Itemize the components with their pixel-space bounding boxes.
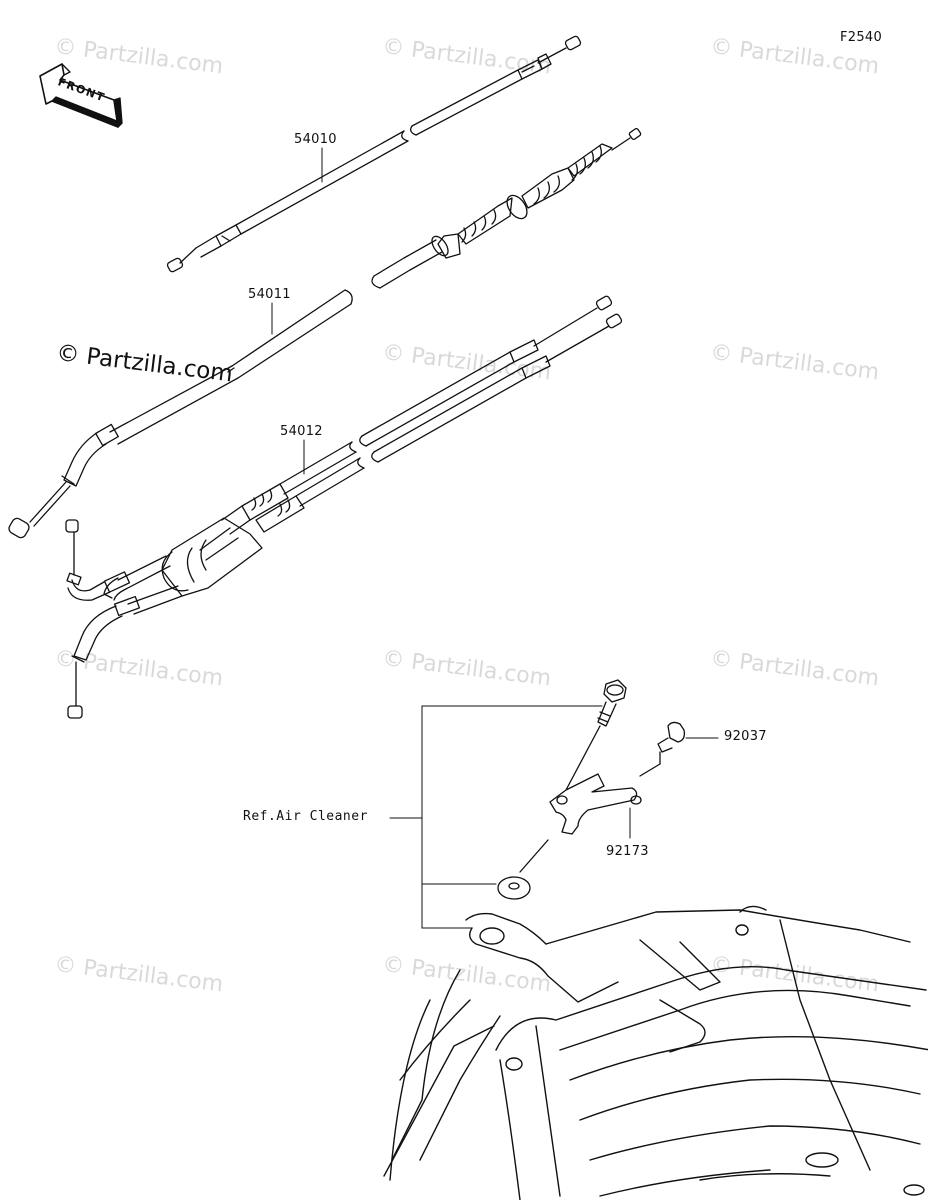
throttle-cables xyxy=(65,295,623,719)
clutch-cable xyxy=(166,35,582,273)
front-arrow-icon: FRONT xyxy=(39,63,123,128)
callout-92173[interactable]: 92173 xyxy=(606,844,649,859)
washer-icon xyxy=(497,876,531,900)
callout-92037[interactable]: 92037 xyxy=(724,729,767,744)
clamp-icon xyxy=(639,721,686,777)
figure-code: F2540 xyxy=(840,30,883,45)
choke-cable-boot xyxy=(371,127,642,289)
callout-54012[interactable]: 54012 xyxy=(280,424,323,439)
bolt-icon xyxy=(565,679,627,791)
bracket-icon xyxy=(519,773,642,873)
callout-leaders xyxy=(271,147,719,839)
air-cleaner-housing xyxy=(383,905,928,1200)
choke-cable xyxy=(8,289,353,539)
callout-ref-air-cleaner: Ref.Air Cleaner xyxy=(243,809,368,824)
callout-54010[interactable]: 54010 xyxy=(294,132,337,147)
callout-54011[interactable]: 54011 xyxy=(248,287,291,302)
ref-bracket-lines xyxy=(389,705,603,929)
